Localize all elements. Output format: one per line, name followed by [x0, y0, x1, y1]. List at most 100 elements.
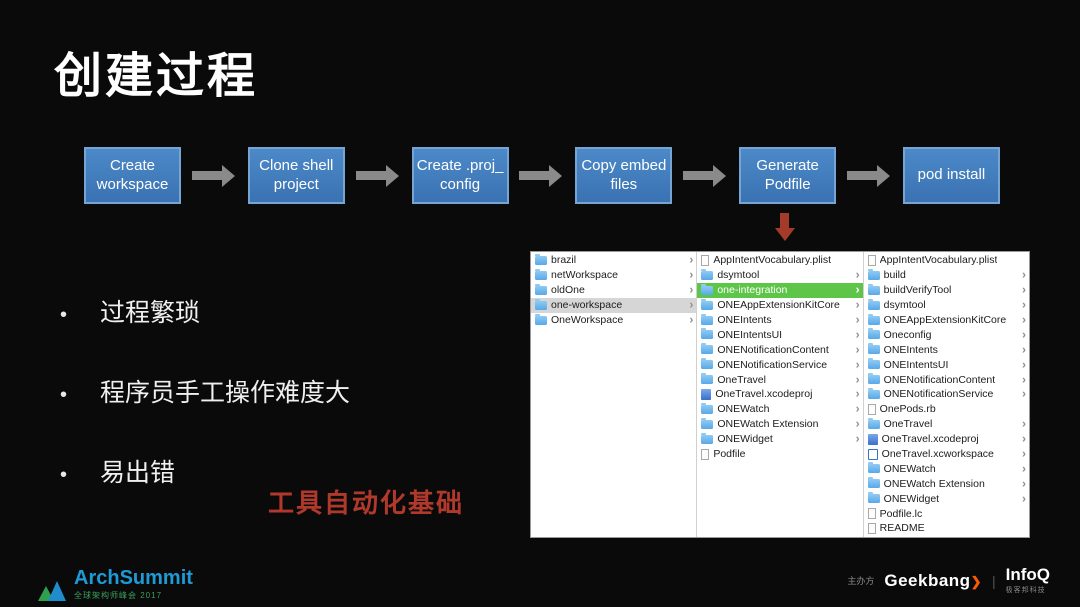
finder-item-name: Oneconfig	[883, 328, 932, 341]
finder-item[interactable]: brazil ›	[531, 253, 696, 268]
folder-icon	[867, 492, 880, 504]
folder-icon	[701, 283, 714, 295]
chevron-right-icon: ›	[855, 401, 860, 416]
finder-item-name: ONEWidget	[717, 433, 773, 446]
finder-item[interactable]: OneTravel.xcodeproj›	[697, 387, 862, 402]
folder-icon	[867, 358, 880, 370]
finder-item[interactable]: OneTravel›	[864, 417, 1029, 432]
finder-item[interactable]: ONEIntentsUI›	[697, 327, 862, 342]
folder-icon	[701, 432, 714, 444]
finder-item-name: ONENotificationContent	[717, 343, 829, 356]
chevron-right-icon: ›	[1021, 327, 1026, 342]
folder-icon	[867, 417, 880, 429]
finder-item[interactable]: AppIntentVocabulary.plist	[697, 253, 862, 268]
finder-item[interactable]: OneTravel.xcodeproj›	[864, 432, 1029, 447]
finder-item[interactable]: OneWorkspace ›	[531, 313, 696, 328]
chevron-right-icon: ›	[855, 416, 860, 431]
chevron-right-icon: ›	[1021, 461, 1026, 476]
finder-item[interactable]: Podfile.lc	[864, 506, 1029, 521]
highlight-text: 工具自动化基础	[268, 488, 465, 518]
finder-item[interactable]: Oneconfig ›	[864, 327, 1029, 342]
folder-icon	[535, 253, 547, 265]
finder-item[interactable]: build›	[864, 268, 1029, 283]
finder-item[interactable]: ONEAppExtensionKitCore›	[864, 313, 1029, 328]
finder-item-name: ONENotificationService	[883, 388, 994, 401]
finder-item-name: AppIntentVocabulary.plist	[879, 254, 998, 267]
folder-icon	[867, 477, 880, 489]
finder-item[interactable]: Podfile	[697, 447, 862, 462]
finder-item[interactable]: oldOne›	[531, 283, 696, 298]
finder-item-name: dsymtool	[883, 299, 926, 312]
chevron-right-icon: ›	[689, 253, 694, 268]
finder-item[interactable]: AppIntentVocabulary.plist	[864, 253, 1029, 268]
finder-item[interactable]: OneTravel.xcworkspace›	[864, 447, 1029, 462]
chevron-right-icon: ›	[1021, 267, 1026, 282]
xcodeproj-icon	[867, 433, 878, 445]
finder-item[interactable]: ONEIntents›	[697, 313, 862, 328]
finder-item[interactable]: netWorkspace›	[531, 268, 696, 283]
flow-step: Create workspace	[84, 147, 181, 204]
folder-icon	[701, 417, 714, 429]
infoq-logo: InfoQ	[1005, 565, 1050, 584]
chevron-right-icon: ›	[1021, 312, 1026, 327]
chevron-right-icon: ›	[855, 297, 860, 312]
finder-item-name: AppIntentVocabulary.plist	[713, 254, 832, 267]
finder-item[interactable]: OneTravel›	[697, 372, 862, 387]
chevron-right-icon: ›	[855, 431, 860, 446]
file-icon	[867, 508, 876, 520]
file-icon	[867, 522, 876, 534]
finder-item[interactable]: one-workspace›	[531, 297, 697, 313]
archsummit-brand: ArchSummit	[74, 567, 193, 589]
finder-item[interactable]: ONEWatch Extension›	[864, 476, 1029, 491]
finder-item[interactable]: ONENotificationContent›	[864, 372, 1029, 387]
finder-item[interactable]: ONEWidget›	[864, 491, 1029, 506]
finder-item[interactable]: one-integration›	[697, 282, 863, 298]
finder-item[interactable]: ONEIntentsUI›	[864, 357, 1029, 372]
footer: ArchSummit 全球架构师峰会 2017 主办方 Geekbang❯ | …	[0, 555, 1080, 607]
finder-item[interactable]: dsymtool ›	[697, 268, 862, 283]
chevron-right-icon: ›	[855, 327, 860, 342]
file-icon	[867, 403, 876, 415]
finder-item[interactable]: README	[864, 521, 1029, 536]
chevron-right-icon: ›	[1021, 416, 1026, 431]
page-title: 创建过程	[54, 50, 259, 103]
finder-item[interactable]: ONEWatch Extension›	[697, 417, 862, 432]
mountain-icon	[38, 579, 68, 601]
folder-icon	[867, 328, 880, 340]
finder-item[interactable]: ONEWatch›	[864, 461, 1029, 476]
chevron-right-icon: ›	[689, 312, 694, 327]
finder-item[interactable]: buildVerifyTool›	[864, 283, 1029, 298]
finder-item-name: ONEWatch	[717, 403, 770, 416]
chevron-right-icon: ›	[855, 267, 860, 282]
flow-step: Create .proj_ config	[411, 147, 509, 204]
bullet-item: •程序员手工操作难度大	[60, 373, 350, 409]
finder-item[interactable]: ONENotificationContent ›	[697, 342, 862, 357]
finder-item-name: OneTravel	[717, 373, 766, 386]
finder-item-name: OneTravel.xcodeproj	[881, 433, 979, 446]
finder-item-name: ONEWidget	[883, 492, 940, 505]
finder-item[interactable]: ONENotificationService ›	[864, 387, 1029, 402]
folder-icon	[535, 268, 547, 280]
finder-item-name: Podfile.lc	[879, 507, 923, 520]
folder-icon	[867, 373, 880, 385]
finder-item[interactable]: ONENotificationService›	[697, 357, 862, 372]
bullet-text: 易出错	[100, 459, 176, 487]
finder-item[interactable]: ONEWidget ›	[697, 432, 862, 447]
archsummit-subtitle: 全球架构师峰会 2017	[74, 591, 163, 600]
finder-item[interactable]: ONEAppExtensionKitCore›	[697, 298, 862, 313]
finder-item[interactable]: ONEWatch ›	[697, 402, 862, 417]
archsummit-logo: ArchSummit 全球架构师峰会 2017	[38, 568, 193, 601]
finder-item[interactable]: OnePods.rb	[864, 402, 1029, 417]
finder-item[interactable]: ONEIntents›	[864, 342, 1029, 357]
folder-icon	[867, 462, 880, 474]
finder-item[interactable]: dsymtool›	[864, 298, 1029, 313]
finder-item-name: OneWorkspace	[551, 314, 624, 326]
finder-item-name: OnePods.rb	[879, 403, 936, 416]
chevron-right-icon: ›	[855, 312, 860, 327]
chevron-right-icon: ›	[1021, 387, 1026, 402]
chevron-right-icon: ›	[855, 342, 860, 357]
finder-item-name: brazil	[551, 254, 577, 267]
finder-item-name: dsymtool	[717, 269, 760, 282]
